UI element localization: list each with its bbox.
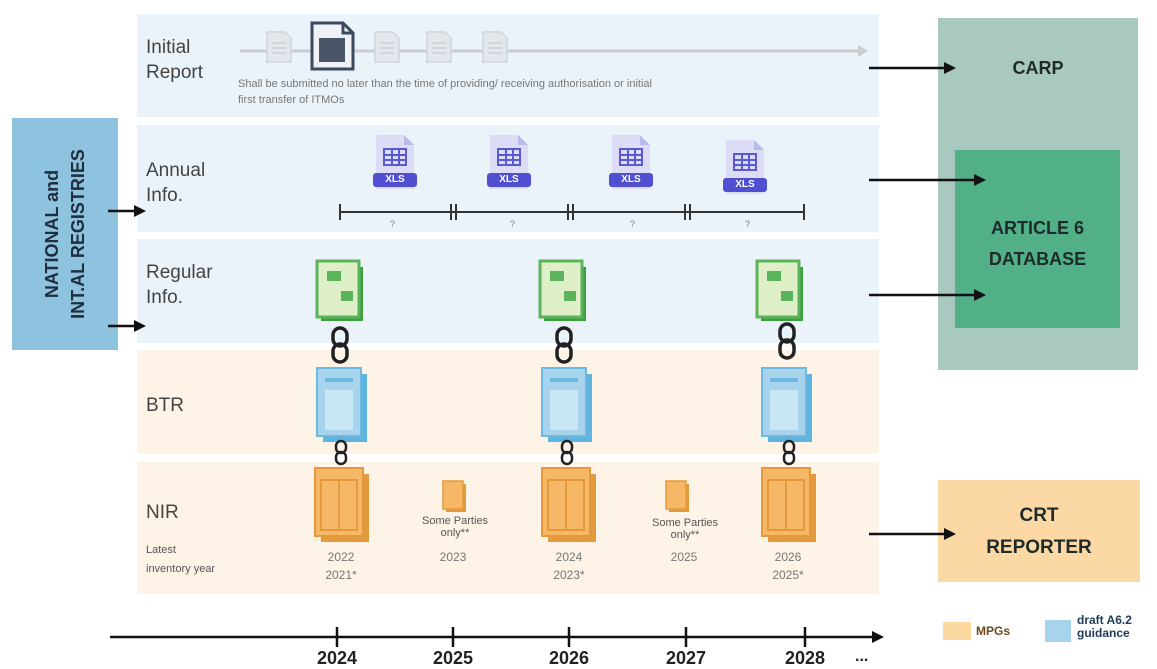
chain-link-icon	[331, 326, 349, 364]
legend-mpgs-label: MPGs	[976, 624, 1011, 638]
legend-draft-swatch	[1045, 620, 1071, 642]
document-icon	[266, 31, 292, 63]
nir-label: NIR	[146, 502, 179, 523]
chain-link-icon	[334, 439, 348, 466]
nir-report-icon	[761, 467, 816, 542]
btr-report-icon	[541, 367, 592, 442]
nir-report-icon-small	[665, 480, 689, 512]
timeline-year-2027: 2027	[665, 648, 707, 668]
nir-report-icon	[541, 467, 596, 542]
timeline-continuation: ...	[855, 648, 869, 665]
nir-report-icon	[314, 467, 369, 542]
btr-band	[137, 350, 879, 454]
initial-report-note: Shall be submitted no later than the tim…	[238, 78, 652, 106]
document-icon-highlighted	[310, 21, 355, 71]
carp-label: CARP	[1012, 58, 1064, 78]
inventory-year-2025: 2023	[439, 550, 467, 564]
timeline-year-2026: 2026	[548, 648, 590, 668]
btr-report-icon	[761, 367, 812, 442]
btr-label: BTR	[146, 395, 184, 416]
legend-mpgs-swatch	[943, 622, 971, 640]
xls-file-icon: XLS	[722, 138, 768, 196]
crt-reporter-box	[938, 480, 1140, 582]
green-report-icon	[315, 259, 363, 321]
interval-mark: ?	[390, 219, 396, 229]
chain-link-icon	[555, 326, 573, 364]
timeline-year-2024: 2024	[316, 648, 358, 668]
timeline-year-2025: 2025	[432, 648, 474, 668]
document-icon	[482, 31, 508, 63]
xls-file-icon: XLS	[372, 133, 418, 191]
nir-band	[137, 462, 879, 594]
interval-mark: ?	[510, 219, 516, 229]
chain-link-icon	[782, 439, 796, 466]
xls-file-icon: XLS	[608, 133, 654, 191]
green-report-icon	[538, 259, 586, 321]
nir-report-icon-small	[442, 480, 466, 512]
chain-link-icon	[560, 439, 574, 466]
green-report-icon	[755, 259, 803, 321]
interval-mark: ?	[630, 219, 636, 229]
interval-mark: ?	[745, 219, 751, 229]
chain-link-icon	[778, 322, 796, 360]
regular-info-band	[137, 239, 879, 343]
xls-file-icon: XLS	[486, 133, 532, 191]
document-icon	[374, 31, 400, 63]
initial-report-band	[137, 14, 879, 117]
timeline-year-2028: 2028	[784, 648, 826, 668]
document-icon	[426, 31, 452, 63]
inventory-year-2027: 2025	[670, 550, 698, 564]
btr-report-icon	[316, 367, 367, 442]
